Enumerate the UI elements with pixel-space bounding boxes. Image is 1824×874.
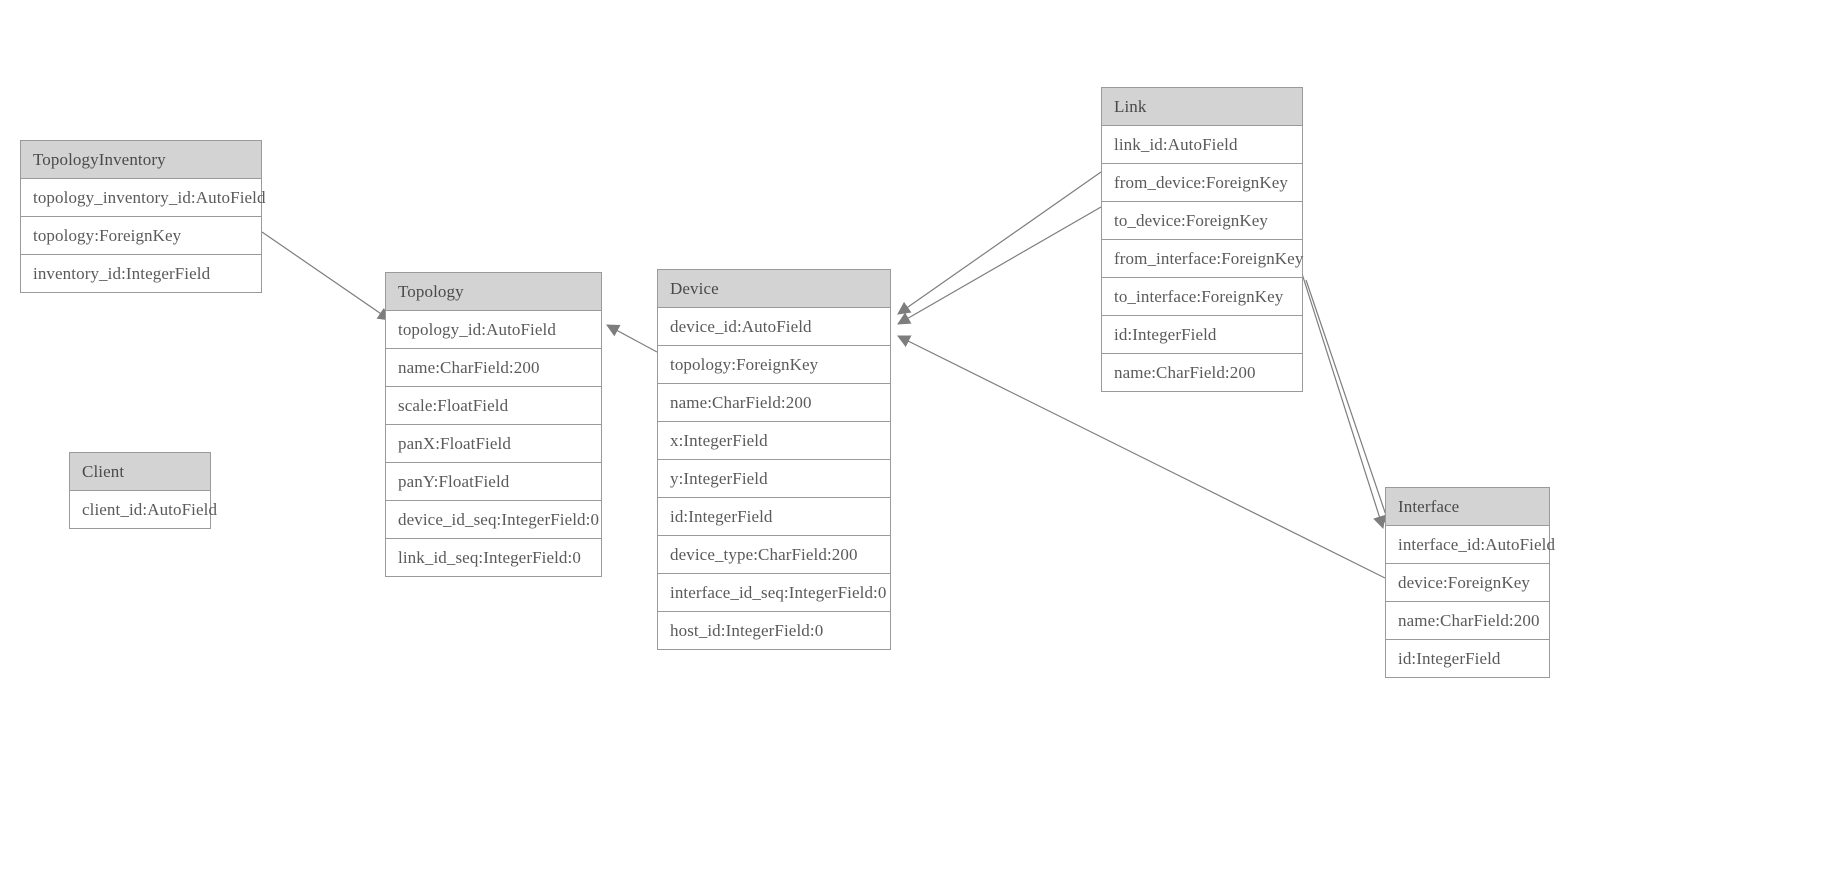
entity-field: device_type:CharField:200	[658, 536, 890, 574]
entity-field: inventory_id:IntegerField	[21, 255, 261, 292]
entity-field: name:CharField:200	[386, 349, 601, 387]
entity-field: client_id:AutoField	[70, 491, 217, 528]
entity-title-link: Link	[1102, 88, 1302, 126]
entity-field: id:IntegerField	[1386, 640, 1549, 677]
entity-field: to_device:ForeignKey	[1102, 202, 1302, 240]
entity-field: from_device:ForeignKey	[1102, 164, 1302, 202]
relationship-device-topology	[606, 324, 658, 353]
entity-title-device: Device	[658, 270, 890, 308]
relationship-link-from-interface	[1296, 257, 1386, 530]
entity-field: x:IntegerField	[658, 422, 890, 460]
entity-field: id:IntegerField	[658, 498, 890, 536]
entity-field: interface_id:AutoField	[1386, 526, 1555, 564]
entity-field: scale:FloatField	[386, 387, 601, 425]
entity-title-client: Client	[70, 453, 210, 491]
entity-field: name:CharField:200	[1102, 354, 1302, 391]
relationship-link-to-interface	[1305, 279, 1393, 529]
entity-field: interface_id_seq:IntegerField:0	[658, 574, 890, 612]
entity-field: topology:ForeignKey	[21, 217, 261, 255]
entity-field: link_id:AutoField	[1102, 126, 1302, 164]
entity-title-topology: Topology	[386, 273, 601, 311]
entity-title-interface: Interface	[1386, 488, 1549, 526]
entity-field: topology_id:AutoField	[386, 311, 601, 349]
entity-field: panX:FloatField	[386, 425, 601, 463]
entity-field: device:ForeignKey	[1386, 564, 1549, 602]
entity-field: link_id_seq:IntegerField:0	[386, 539, 601, 576]
entity-field: name:CharField:200	[658, 384, 890, 422]
entity-field: topology:ForeignKey	[658, 346, 890, 384]
relationship-topologyinventory-topology	[261, 231, 391, 321]
relationship-link-from-device	[897, 171, 1102, 315]
entity-field: y:IntegerField	[658, 460, 890, 498]
entity-field: to_interface:ForeignKey	[1102, 278, 1302, 316]
entity-field: from_interface:ForeignKey	[1102, 240, 1303, 278]
entity-field: id:IntegerField	[1102, 316, 1302, 354]
entity-field: device_id:AutoField	[658, 308, 890, 346]
entity-title-topology_inventory: TopologyInventory	[21, 141, 261, 179]
entity-field: device_id_seq:IntegerField:0	[386, 501, 601, 539]
entity-field: name:CharField:200	[1386, 602, 1549, 640]
relationship-link-to-device	[897, 206, 1102, 325]
entity-field: panY:FloatField	[386, 463, 601, 501]
entity-field: topology_inventory_id:AutoField	[21, 179, 265, 217]
entity-field: host_id:IntegerField:0	[658, 612, 890, 649]
